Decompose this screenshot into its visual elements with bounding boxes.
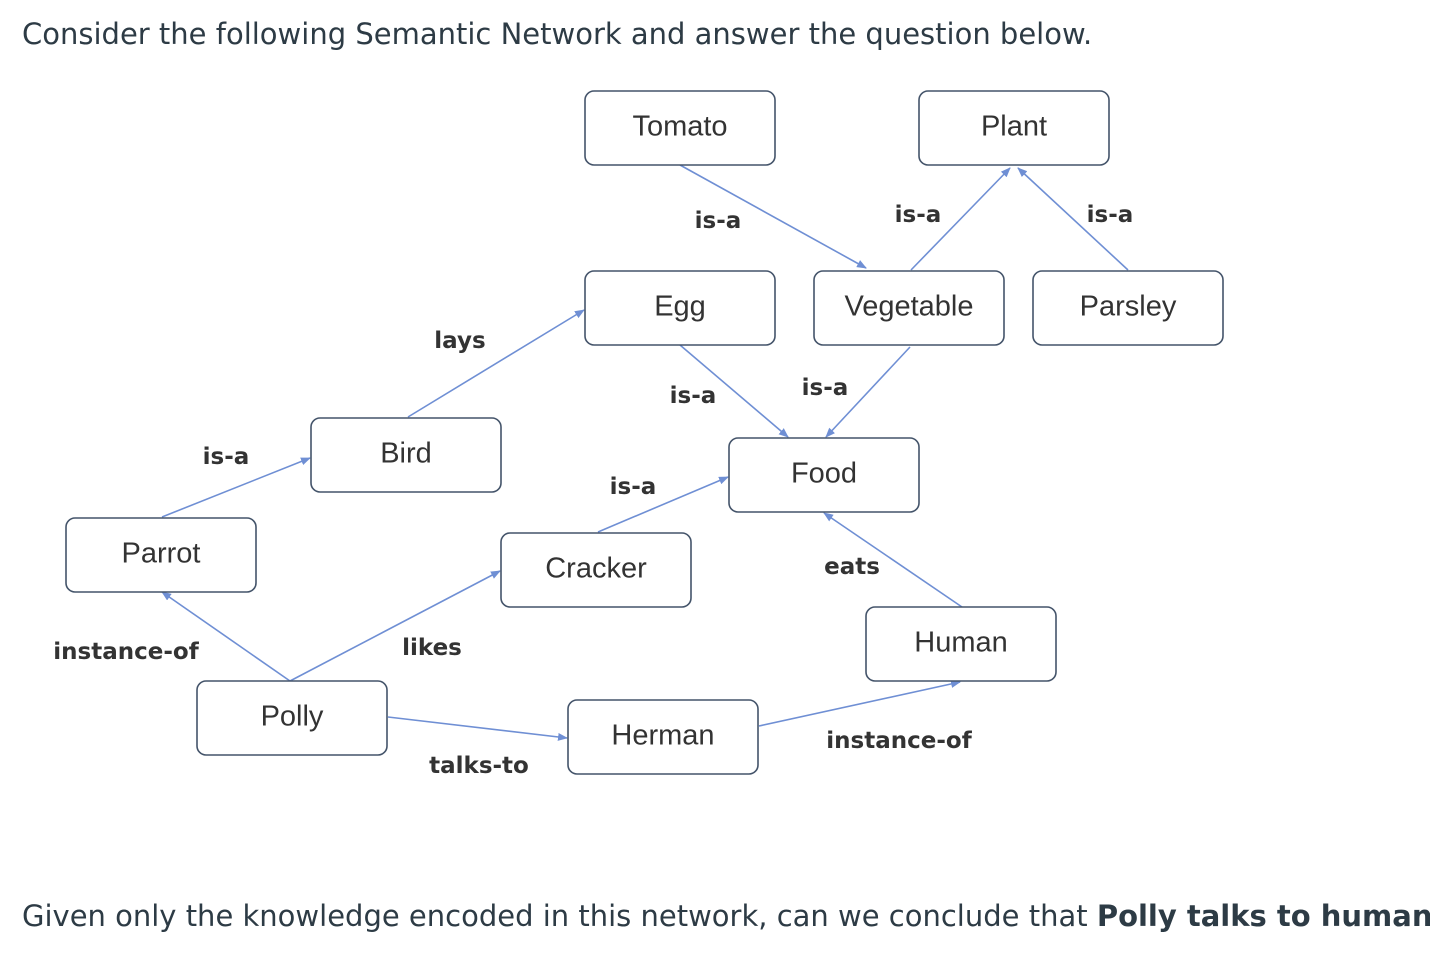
node-label-tomato: Tomato (632, 111, 727, 143)
node-box-human (865, 606, 1057, 682)
edge-polly-herman (387, 716, 568, 741)
node-plant: Plant (918, 90, 1110, 166)
node-label-parsley: Parsley (1080, 291, 1177, 323)
node-label-vegetable: Vegetable (844, 291, 973, 323)
edge-label-bird-egg: lays (434, 328, 485, 354)
edge-cracker-food (597, 476, 729, 533)
node-box-polly (196, 680, 388, 756)
edge-vegetable-food (825, 346, 911, 438)
edge-parrot-bird (161, 457, 311, 518)
edge-parsley-plant (1017, 167, 1129, 271)
node-box-food (728, 437, 920, 513)
node-egg: Egg (584, 270, 776, 346)
edge-label-polly-herman: talks-to (429, 753, 529, 779)
node-box-parsley (1032, 270, 1224, 346)
node-box-plant (918, 90, 1110, 166)
edge-herman-human (758, 680, 961, 727)
node-bird: Bird (310, 417, 502, 493)
node-label-herman: Herman (611, 720, 714, 752)
node-parrot: Parrot (65, 517, 257, 593)
edge-label-cracker-food: is-a (610, 474, 657, 500)
node-tomato: Tomato (584, 90, 776, 166)
node-box-egg (584, 270, 776, 346)
node-food: Food (728, 437, 920, 513)
edge-polly-cracker (289, 570, 501, 682)
edge-label-vegetable-plant: is-a (895, 202, 942, 228)
node-label-plant: Plant (981, 111, 1047, 143)
intro-text: Consider the following Semantic Network … (22, 17, 1093, 51)
node-human: Human (865, 606, 1057, 682)
node-cracker: Cracker (500, 532, 692, 608)
edge-tomato-vegetable (679, 164, 867, 269)
edge-label-vegetable-food: is-a (802, 375, 849, 401)
node-parsley: Parsley (1032, 270, 1224, 346)
edge-egg-food (679, 344, 789, 438)
node-label-cracker: Cracker (545, 553, 647, 585)
edge-label-parsley-plant: is-a (1087, 202, 1134, 228)
edge-label-egg-food: is-a (670, 383, 717, 409)
question-text: Given only the knowledge encoded in this… (22, 896, 1430, 936)
edge-label-parrot-bird: is-a (203, 444, 250, 470)
edge-label-tomato-vegetable: is-a (695, 208, 742, 234)
node-box-vegetable (813, 270, 1005, 346)
node-box-herman (567, 699, 759, 775)
node-box-tomato (584, 90, 776, 166)
edge-bird-egg (407, 309, 585, 418)
node-label-parrot: Parrot (122, 538, 201, 570)
node-label-bird: Bird (380, 438, 432, 470)
node-box-parrot (65, 517, 257, 593)
edge-label-polly-cracker: likes (402, 635, 462, 661)
question-emphasis: Polly talks to humans (1096, 899, 1430, 933)
edge-vegetable-plant (910, 167, 1011, 271)
edge-label-human-food: eats (824, 554, 880, 580)
edge-polly-parrot (161, 591, 291, 682)
node-label-food: Food (791, 458, 857, 490)
edge-label-polly-parrot: instance-of (53, 639, 199, 665)
node-box-bird (310, 417, 502, 493)
edge-human-food (823, 512, 963, 608)
node-label-polly: Polly (261, 701, 324, 733)
node-vegetable: Vegetable (813, 270, 1005, 346)
node-label-egg: Egg (654, 291, 706, 323)
node-polly: Polly (196, 680, 388, 756)
node-herman: Herman (567, 699, 759, 775)
node-label-human: Human (914, 627, 1008, 659)
node-box-cracker (500, 532, 692, 608)
edge-label-herman-human: instance-of (826, 728, 972, 754)
question-lead: Given only the knowledge encoded in this… (22, 899, 1097, 933)
